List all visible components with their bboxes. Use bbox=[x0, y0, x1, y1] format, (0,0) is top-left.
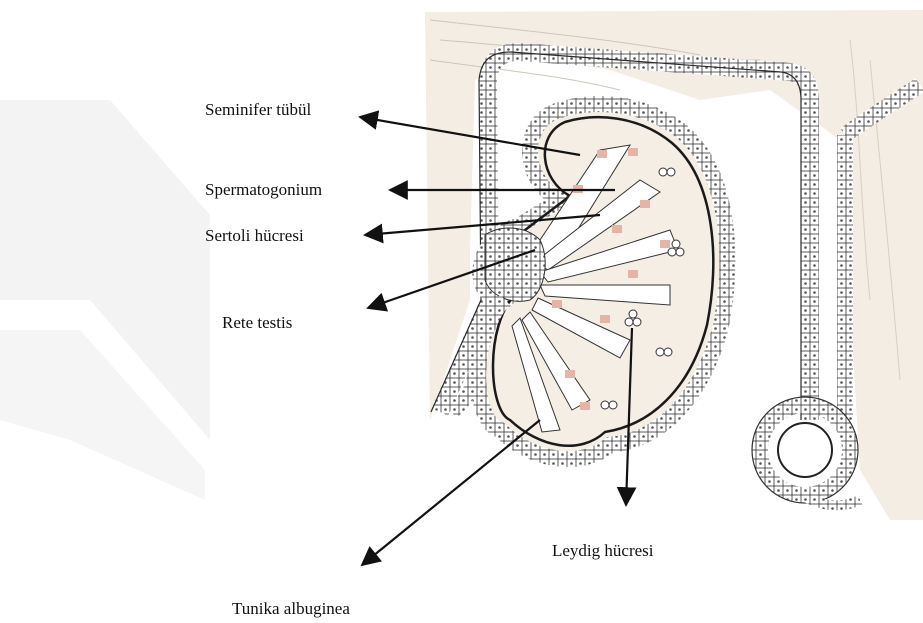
label-rete-testis: Rete testis bbox=[222, 314, 292, 331]
label-sertoli: Sertoli hücresi bbox=[205, 227, 304, 244]
label-spermatogonium: Spermatogonium bbox=[205, 181, 322, 198]
label-leydig: Leydig hücresi bbox=[552, 542, 654, 559]
arrow-tunika-albuginea bbox=[362, 420, 540, 565]
label-tunika-albuginea: Tunika albuginea bbox=[232, 600, 350, 617]
label-seminifer-tubul: Seminifer tübül bbox=[205, 101, 311, 118]
watermark-shape bbox=[0, 100, 210, 500]
